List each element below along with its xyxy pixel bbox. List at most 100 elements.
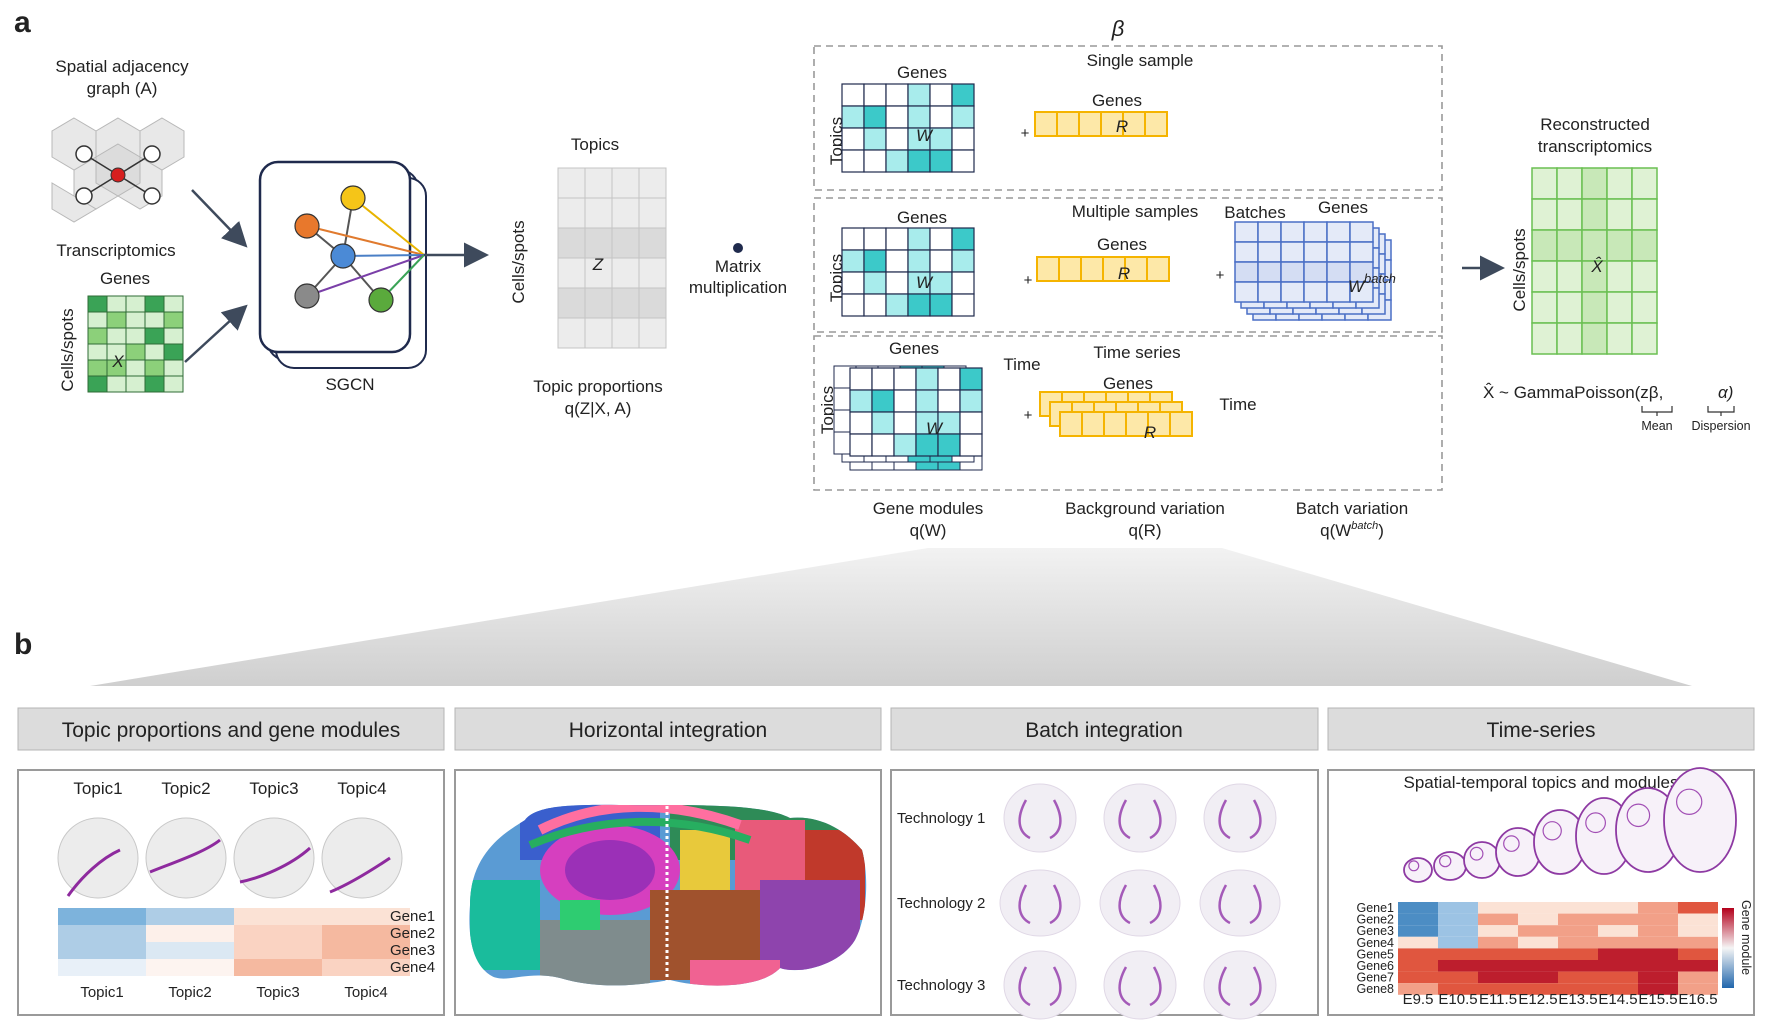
time-heatmap-cell [1598, 971, 1638, 984]
matrix-cell [1280, 261, 1305, 283]
matrix-cell [1631, 198, 1658, 231]
matrix-cell [1556, 229, 1583, 262]
panel-b-frames [17, 769, 1755, 1016]
matrix-cell [1349, 281, 1374, 303]
matrix-cell [125, 311, 146, 329]
x-hat-matrix [1531, 167, 1658, 355]
beta-box [813, 45, 1443, 491]
heatmap-cell [234, 925, 322, 942]
time-heatmap-cell [1678, 960, 1718, 972]
matrix-cell [841, 127, 865, 151]
matrix-cell [557, 197, 586, 229]
matrix-cell [144, 359, 165, 377]
x-cells-label: Cells/spots [58, 308, 77, 391]
matrix-cell [1280, 241, 1305, 263]
topic-axis-label: Topic1 [80, 984, 123, 1001]
time-heatmap-cell [1438, 960, 1478, 972]
matrix-cell [849, 367, 873, 391]
tissue-stain [1049, 799, 1062, 840]
time-heatmap-cell [1518, 902, 1558, 914]
matrix-cell [125, 375, 146, 393]
matmul-line2: multiplication [689, 278, 787, 297]
tissue-stain [1249, 966, 1262, 1007]
matrix-cell [1081, 411, 1105, 437]
matrix-cell [1606, 229, 1633, 262]
time-heatmap-cell [1478, 902, 1518, 914]
matrix-cell [951, 105, 975, 129]
time-heatmap-cell [1638, 971, 1678, 984]
time-gene-label: Gene8 [1356, 982, 1394, 996]
matrix-cell [915, 367, 939, 391]
heatmap-cell [146, 908, 234, 925]
single-sample-label: Single sample [1087, 51, 1194, 70]
gene-label: Gene2 [390, 925, 435, 942]
matrix-cell [863, 105, 887, 129]
time-heatmap-cell [1438, 925, 1478, 937]
tissue-stain [1149, 884, 1162, 925]
matrix-cell [1556, 167, 1583, 200]
colorbar [1722, 908, 1734, 988]
matrix-cell [638, 227, 667, 259]
time-heatmap-cell [1558, 936, 1598, 949]
time-heatmap-cell [1638, 960, 1678, 972]
heatmap-cell [322, 942, 410, 959]
gene-label: Gene4 [390, 959, 435, 976]
matmul-line1: Matrix [715, 257, 762, 276]
matrix-cell [929, 293, 953, 317]
topic-pattern [239, 846, 312, 884]
heatmap-cell [58, 908, 146, 925]
embryo-structure [1503, 835, 1520, 852]
time-heatmap-cell [1438, 936, 1478, 949]
matrix-cell [87, 311, 108, 329]
matrix-cell [1631, 167, 1658, 200]
time-heatmap-cell [1558, 913, 1598, 926]
wbatch-symbol: Wbatch [1348, 271, 1396, 296]
time-heatmap-cell [1638, 936, 1678, 949]
matrix-cell [907, 227, 931, 251]
matrix-cell [929, 127, 953, 151]
r3-time-label: Time [1219, 395, 1256, 414]
embryo-structure [1675, 788, 1703, 816]
time-heatmap-cell [1438, 983, 1478, 995]
matrix-cell [937, 389, 961, 413]
matrix-cell [893, 433, 917, 457]
time-heatmap-cell [1478, 971, 1518, 984]
matrix-cell [557, 257, 586, 289]
mean-label: Mean [1641, 419, 1672, 433]
matmul-dot [733, 243, 743, 253]
matrix-cell [1581, 167, 1608, 200]
x-symbol: X [111, 352, 124, 371]
topic-title: Topic4 [337, 779, 386, 798]
matrix-cell [893, 389, 917, 413]
batch-variation-line2: q(Wbatch) [1320, 520, 1384, 540]
time-heatmap-cell [1558, 983, 1598, 995]
matrix-cell [893, 411, 917, 435]
tissue-stain [1218, 799, 1231, 840]
time-heatmap-cell [1638, 902, 1678, 914]
matrix-cell [1531, 291, 1558, 324]
tissue-stain [1218, 966, 1231, 1007]
time-heatmap-cell [1438, 902, 1478, 914]
matrix-cell [106, 295, 127, 313]
batch-variation-line1: Batch variation [1296, 499, 1408, 518]
matrix-cell [871, 389, 895, 413]
matrix-cell [163, 311, 184, 329]
w-batch-stack [1234, 221, 1392, 321]
tissue-section [1003, 783, 1077, 853]
matrix-cell [163, 375, 184, 393]
header-topic-proportions: Topic proportions and gene modules [62, 719, 401, 742]
matrix-cell [87, 343, 108, 361]
matrix-cell [951, 271, 975, 295]
time-heatmap-cell [1598, 902, 1638, 914]
matrix-cell [885, 105, 909, 129]
matrix-cell [1631, 229, 1658, 262]
technology-label: Technology 1 [897, 810, 985, 827]
tissue-stain [1118, 884, 1131, 925]
matrix-cell [125, 327, 146, 345]
matrix-cell [557, 167, 586, 199]
matrix-cell [951, 249, 975, 273]
matrix-cell [1303, 281, 1328, 303]
matrix-cell [1581, 291, 1608, 324]
topic-spatial-map [57, 817, 139, 899]
matrix-cell [1531, 322, 1558, 355]
